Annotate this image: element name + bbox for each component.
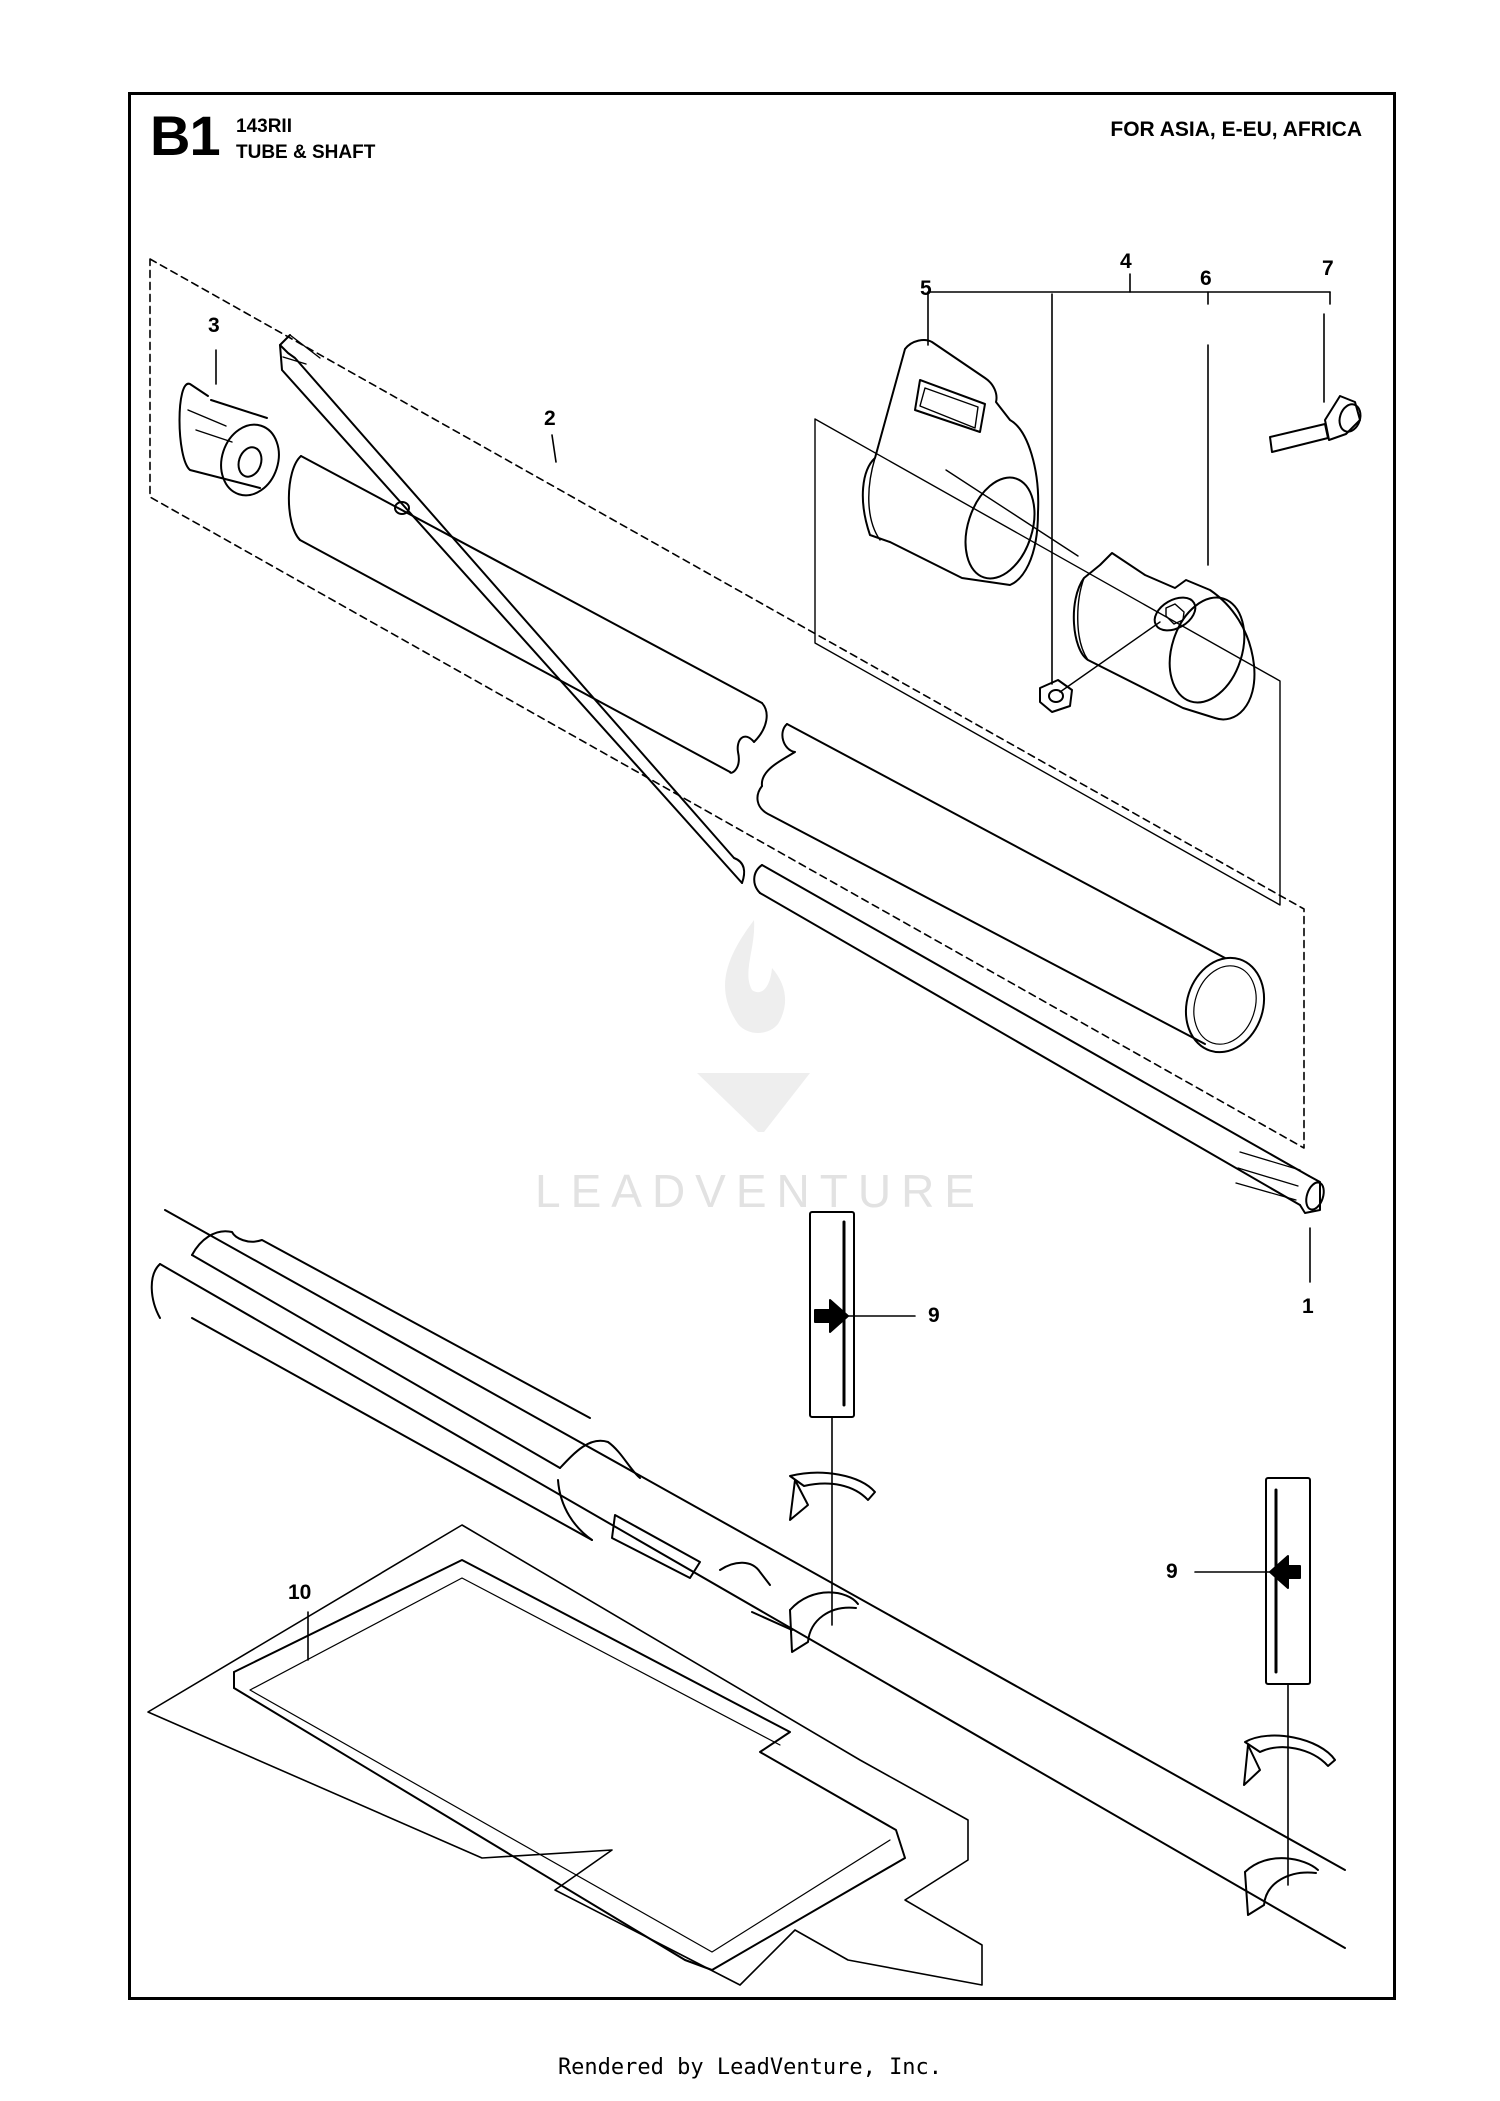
mounted-tube-view bbox=[152, 1210, 1345, 1948]
model-number: 143RII bbox=[236, 116, 292, 137]
arrow-label-part-9-b bbox=[1195, 1478, 1335, 1915]
screw-part-7 bbox=[1270, 396, 1364, 452]
arrow-label-part-9-a bbox=[790, 1212, 915, 1652]
tube-part-2 bbox=[289, 456, 1276, 1062]
callout-10: 10 bbox=[288, 1581, 312, 1604]
drive-shaft-part-1 bbox=[280, 335, 1327, 1213]
section-code: B1 bbox=[150, 104, 221, 167]
leader-lines-top bbox=[216, 274, 1330, 1282]
bushing-part-3 bbox=[180, 384, 288, 503]
callout-4: 4 bbox=[1120, 250, 1132, 273]
watermark-logo bbox=[697, 920, 810, 1132]
footer-credit: Rendered by LeadVenture, Inc. bbox=[557, 2055, 943, 2080]
clamp-part-5 bbox=[863, 340, 1047, 587]
callout-2: 2 bbox=[544, 407, 556, 430]
decal-sheet-part-10 bbox=[148, 1525, 982, 1985]
callout-9-a: 9 bbox=[928, 1304, 940, 1327]
callout-5: 5 bbox=[920, 277, 932, 300]
callout-7: 7 bbox=[1322, 257, 1334, 280]
clamp-part-6 bbox=[1074, 553, 1257, 719]
diagram-frame bbox=[128, 92, 1396, 2000]
page-title: TUBE & SHAFT bbox=[236, 142, 376, 163]
callout-1: 1 bbox=[1302, 1295, 1314, 1318]
clamp-panel-outline bbox=[815, 419, 1280, 905]
callout-6: 6 bbox=[1200, 267, 1212, 290]
watermark-text: LEADVENTURE bbox=[535, 1165, 985, 1217]
callout-9-b: 9 bbox=[1166, 1560, 1178, 1583]
region-label: FOR ASIA, E-EU, AFRICA bbox=[1110, 118, 1362, 141]
kit-dashed-outline bbox=[150, 259, 1304, 1148]
callout-3: 3 bbox=[208, 314, 220, 337]
nut bbox=[1040, 680, 1072, 712]
